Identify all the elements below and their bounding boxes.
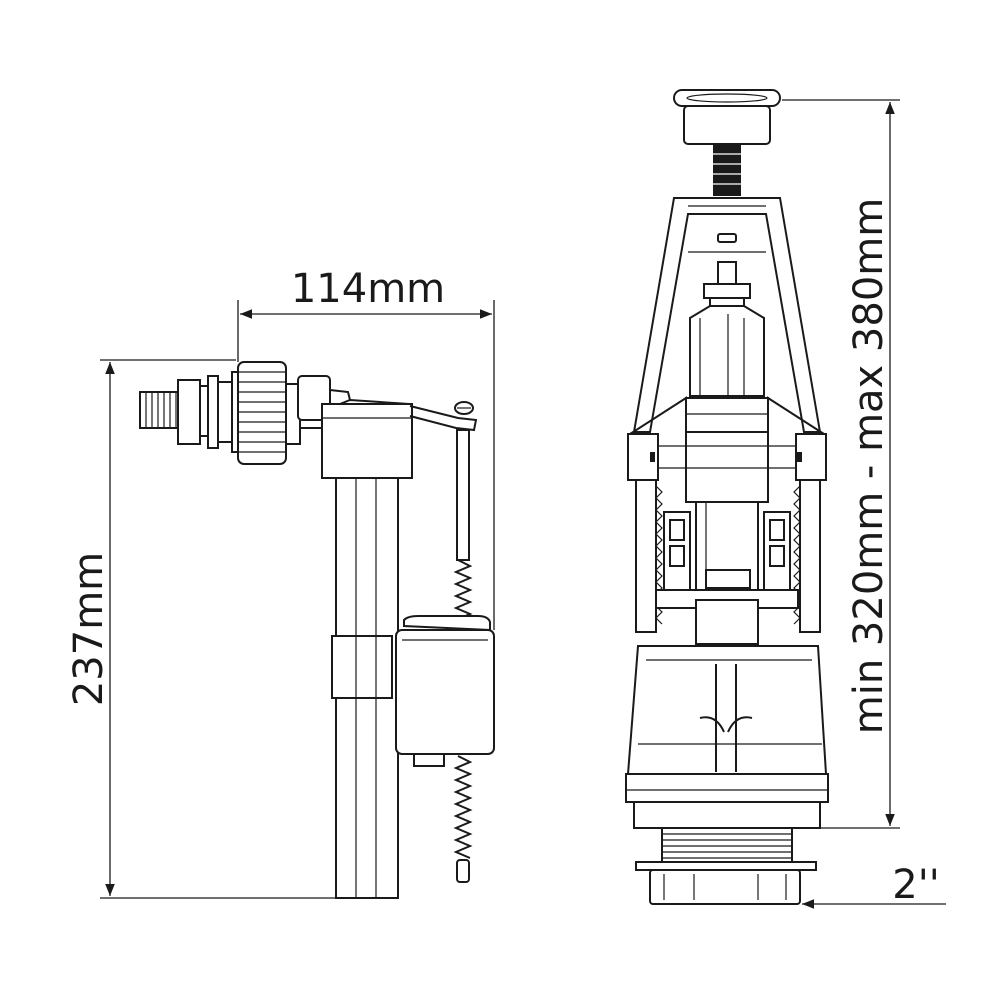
inner-column <box>685 305 769 593</box>
button-stem <box>713 144 741 196</box>
guide-rails <box>635 479 821 645</box>
height-dimension: 237mm <box>66 359 336 899</box>
float <box>395 615 495 767</box>
range-label: min 320mm - max 380mm <box>846 198 892 734</box>
side-clips <box>627 396 827 481</box>
valve-head <box>285 375 478 479</box>
knurled-nut <box>237 361 287 465</box>
inlet-washers <box>177 371 241 453</box>
thread-dimension: 2'' <box>802 862 946 909</box>
height-label: 237mm <box>66 552 112 706</box>
fill-valve <box>139 361 495 899</box>
thread-label: 2'' <box>892 862 939 908</box>
riser-tube <box>331 477 399 899</box>
lower-housing <box>625 645 829 829</box>
flush-valve <box>625 89 829 905</box>
range-dimension: min 320mm - max 380mm <box>782 99 900 829</box>
push-button <box>673 89 781 145</box>
inlet-thread <box>139 391 181 429</box>
width-dimension: 114mm <box>237 266 495 630</box>
outlet-thread <box>635 827 817 905</box>
width-label: 114mm <box>291 266 445 312</box>
adjustment-rod <box>453 429 473 883</box>
